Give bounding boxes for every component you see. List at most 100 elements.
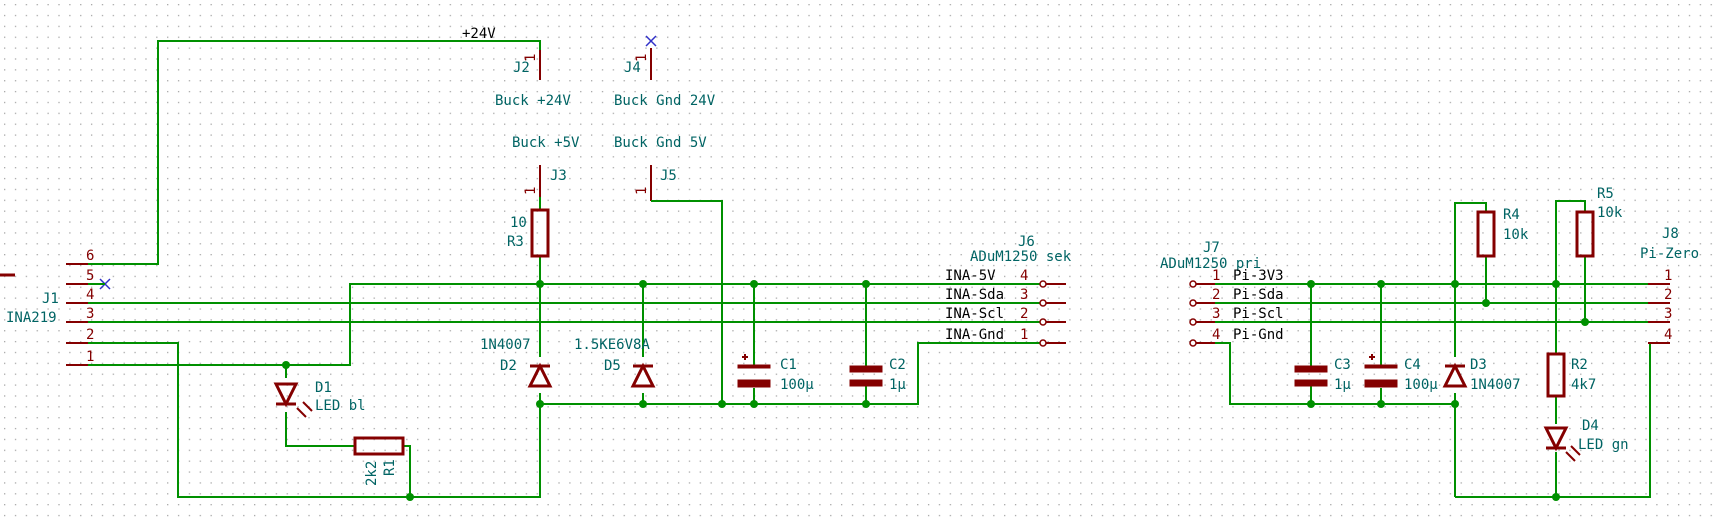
c2-ref: C2: [889, 357, 906, 373]
j8-pin-2: 2: [1664, 287, 1672, 303]
j1-pin-4: 4: [86, 287, 94, 303]
j8-pin-4: 4: [1664, 327, 1672, 343]
capacitor-c2: C2 1µ: [849, 357, 906, 393]
j1-ref: J1: [42, 291, 59, 307]
junction: [536, 280, 544, 288]
junctions: [282, 280, 1589, 501]
j4-pin-1: 1: [634, 54, 650, 62]
j1-pin-3: 3: [86, 306, 94, 322]
junction: [639, 400, 647, 408]
wire-j5-gnd: [655, 200, 723, 404]
j8-pin-1: 1: [1664, 268, 1672, 284]
j6-pin-4: 4: [1020, 268, 1028, 284]
j2-pin-1: 1: [523, 54, 539, 62]
capacitor-c1: C1 100µ: [737, 354, 814, 393]
d5-value: 1.5KE6V8A: [574, 337, 650, 353]
junction: [536, 400, 544, 408]
d3-ref: D3: [1470, 357, 1487, 373]
resistor-r2: R2 4k7: [1546, 352, 1596, 398]
j6-pin-1: 1: [1020, 327, 1028, 343]
j7-pin-1: 1: [1212, 268, 1220, 284]
d4-ref: D4: [1582, 418, 1599, 434]
j7-pin-2: 2: [1212, 287, 1220, 303]
junction: [862, 400, 870, 408]
d1-value: LED bl: [315, 398, 366, 414]
connector-j3: 1 J3 Buck +5V: [512, 135, 580, 197]
j7-value: ADuM1250 pri: [1160, 256, 1261, 272]
net-label-inagnd: INA-Gnd: [945, 327, 1004, 343]
junction: [1581, 318, 1589, 326]
j1-value: INA219: [6, 310, 57, 326]
j8-value: Pi-Zero: [1640, 246, 1699, 262]
r3-value: 10: [510, 215, 527, 231]
connector-j8: 1 2 3 4 J8 Pi-Zero: [1640, 226, 1699, 344]
r3-ref: R3: [507, 234, 524, 250]
junction: [1451, 280, 1459, 288]
c4-ref: C4: [1404, 357, 1421, 373]
connector-j4: 1 J4 Buck Gnd 24V: [614, 35, 716, 109]
diode-d5: 1.5KE6V8A D5: [574, 337, 656, 388]
junction: [282, 361, 290, 369]
r1-value: 2k2: [364, 461, 380, 486]
resistor-r3: 10 R3: [507, 208, 550, 258]
net-label-piscl: Pi-Scl: [1233, 306, 1284, 322]
wire-j1-pin2: [88, 342, 541, 498]
resistor-r1: 2k2 R1: [353, 436, 405, 486]
c3-ref: C3: [1334, 357, 1351, 373]
junction: [1377, 280, 1385, 288]
d3-value: 1N4007: [1470, 377, 1521, 393]
net-label-inascl: INA-Scl: [945, 306, 1004, 322]
connector-j2: 1 J2 Buck +24V +24V: [462, 26, 571, 109]
j5-pin-1: 1: [634, 187, 650, 195]
c4-value: 100µ: [1404, 377, 1438, 393]
junction: [1482, 299, 1490, 307]
d2-value: 1N4007: [480, 337, 531, 353]
wire-inagnd: [540, 342, 1043, 405]
j6-pin-3: 3: [1020, 287, 1028, 303]
junction: [750, 280, 758, 288]
led-d1: D1 LED bl: [273, 380, 366, 418]
r2-ref: R2: [1571, 357, 1588, 373]
net-label-ina5v: INA-5V: [945, 268, 996, 284]
wire-d1-r1b: [285, 412, 355, 447]
junction: [639, 280, 647, 288]
r1-ref: R1: [382, 459, 398, 476]
junction: [862, 280, 870, 288]
j5-ref: J5: [660, 168, 677, 184]
j3-pin-1: 1: [523, 187, 539, 195]
wire-ina5v: [286, 283, 1043, 366]
wire-r4-top: [1454, 202, 1487, 284]
capacitor-c3: C3 1µ: [1294, 357, 1351, 393]
j6-ref: J6: [1018, 234, 1035, 250]
j2-ref: J2: [513, 60, 530, 76]
c1-value: 100µ: [780, 377, 814, 393]
net-label-pisda: Pi-Sda: [1233, 287, 1284, 303]
r2-value: 4k7: [1571, 377, 1596, 393]
resistor-r5: R5 10k: [1575, 186, 1623, 258]
d4-value: LED gn: [1578, 437, 1629, 453]
net-label-24v: +24V: [462, 26, 496, 42]
diode-d2: 1N4007 D2: [480, 337, 553, 388]
junction: [406, 493, 414, 501]
junction: [1451, 400, 1459, 408]
j3-value: Buck +5V: [512, 135, 580, 151]
j1-pin-1: 1: [86, 349, 94, 365]
j7-pin-4: 4: [1212, 327, 1220, 343]
net-label-pi3v3: Pi-3V3: [1233, 268, 1284, 284]
led-d4: D4 LED gn: [1543, 418, 1629, 462]
c3-value: 1µ: [1334, 377, 1351, 393]
j2-value: Buck +24V: [495, 93, 571, 109]
j8-ref: J8: [1662, 226, 1679, 242]
j3-ref: J3: [550, 168, 567, 184]
r5-ref: R5: [1597, 186, 1614, 202]
j4-value: Buck Gnd 24V: [614, 93, 716, 109]
junction: [750, 400, 758, 408]
connector-j7: 1 2 3 4 J7 ADuM1250 pri Pi-3V3 Pi-Sda Pi…: [1160, 240, 1284, 347]
c2-value: 1µ: [889, 377, 906, 393]
j6-value: ADuM1250 sek: [970, 249, 1072, 265]
diode-d3: D3 1N4007: [1442, 357, 1521, 393]
net-label-inasda: INA-Sda: [945, 287, 1004, 303]
j1-pin-5: 5: [86, 268, 94, 284]
